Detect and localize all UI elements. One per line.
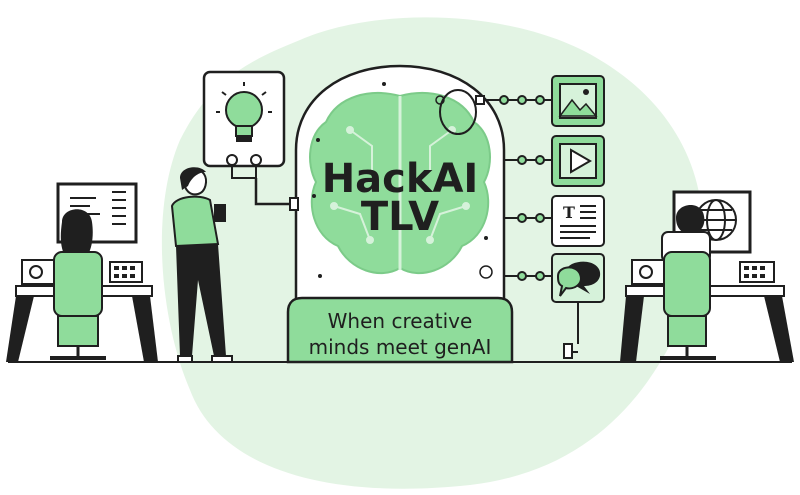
right-keypad: [739, 261, 775, 283]
left-person-chair-back: [53, 251, 103, 317]
dome-reflection: [439, 89, 477, 135]
lightbulb-icon: [216, 82, 272, 142]
right-workstation: [620, 190, 794, 362]
left-desk-leg: [6, 296, 34, 362]
panel-text: T: [551, 195, 605, 247]
chat-bubbles-icon: [556, 261, 601, 297]
tagline-line1: When creative: [328, 309, 473, 333]
panel-video: [551, 135, 605, 187]
idea-box: [202, 70, 294, 206]
left-keypad: [109, 261, 143, 283]
event-title-line1: HackAI: [322, 156, 479, 202]
brain-dome: HackAI TLV When creative minds meet genA…: [286, 64, 514, 364]
left-workstation: [6, 182, 158, 362]
text-document-icon: T: [560, 203, 596, 239]
event-title-line2: TLV: [361, 194, 439, 240]
left-desk-leg-right: [132, 296, 158, 362]
svg-text:T: T: [563, 203, 575, 222]
right-person-chair-back: [663, 251, 711, 317]
tagline-line2: minds meet genAI: [309, 335, 492, 359]
tagline-plate: [286, 296, 514, 364]
play-icon: [559, 143, 597, 179]
standing-person: [170, 167, 233, 363]
panel-chat: [551, 253, 605, 303]
standing-person-pants: [176, 244, 226, 356]
standing-person-shirt: [170, 195, 220, 248]
panel-image: [551, 75, 605, 127]
left-person-hair: [60, 209, 93, 258]
panel-connectors: [475, 95, 579, 359]
image-icon: [558, 83, 598, 119]
right-person-head: [676, 204, 705, 234]
